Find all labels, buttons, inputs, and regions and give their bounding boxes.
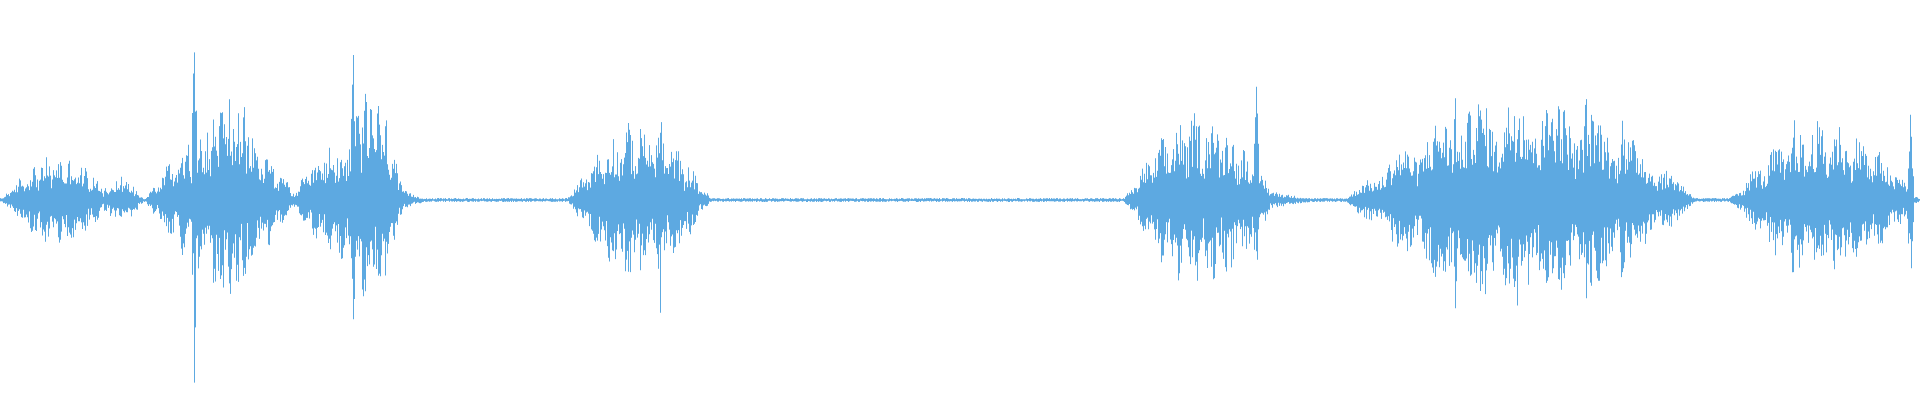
- waveform-amplitude-trace: [0, 52, 1920, 383]
